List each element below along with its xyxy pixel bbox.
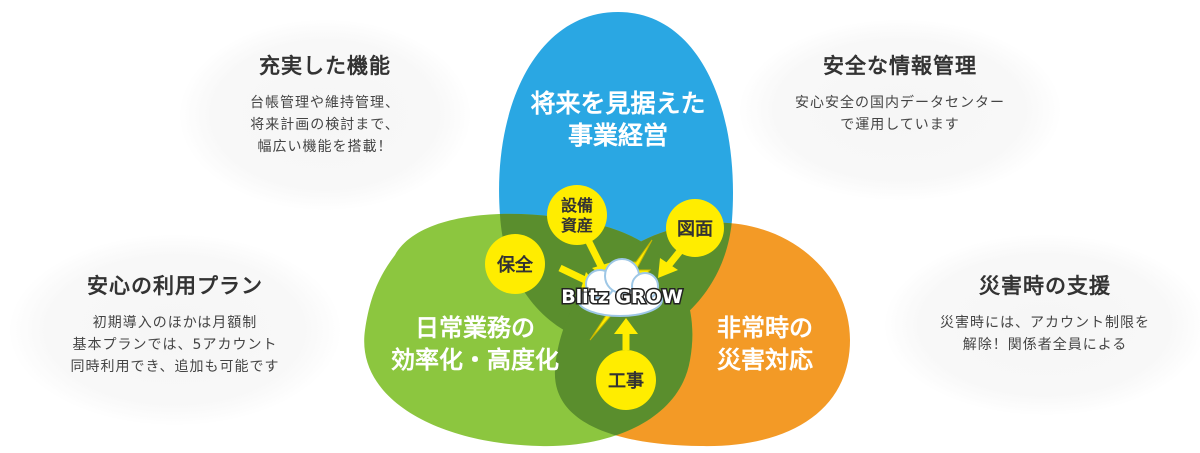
blob-blue-line-2: 事業経営 — [568, 121, 668, 150]
feature-top-left-line-3: 幅広い機能を搭載！ — [257, 139, 393, 155]
arrow-from-kouji — [614, 318, 638, 350]
cloud-bg-top-right — [740, 20, 1060, 200]
feature-top-left-title: 充実した機能 — [259, 54, 391, 78]
badge-setsubi-line-2: 資産 — [561, 216, 593, 235]
feature-bottom-right-title: 災害時の支援 — [979, 274, 1111, 298]
feature-top-left-line-1: 台帳管理や維持管理、 — [250, 95, 400, 111]
cloud-bg-bottom-left — [10, 235, 340, 425]
cloud-bg-bottom-right — [885, 235, 1200, 415]
blob-blue-line-1: 将来を見据えた — [530, 89, 705, 118]
feature-bottom-left-line-3: 同時利用でき、追加も可能です — [70, 359, 280, 375]
feature-bottom-left-line-2: 基本プランでは、5アカウント — [72, 337, 278, 353]
cloud-icon — [577, 258, 663, 317]
badge-hozen-label: 保全 — [496, 254, 534, 276]
feature-bottom-right-line-1: 災害時には、アカウント制限を — [940, 315, 1150, 331]
feature-top-right-title: 安全な情報管理 — [823, 54, 977, 78]
blob-orange-line-1: 非常時の — [717, 314, 813, 342]
blitz-grow-logo: Blitz GROW — [560, 239, 684, 341]
cloud-bg-top-left — [180, 20, 470, 210]
feature-top-right-line-1: 安心安全の国内データセンター — [795, 95, 1005, 111]
blob-orange-line-2: 災害対応 — [717, 346, 813, 374]
badge-hozen: 保全 — [485, 234, 545, 294]
badge-zumen: 図面 — [666, 199, 724, 257]
feature-bottom-left: 安心の利用プラン 初期導入のほかは月額制 基本プランでは、5アカウント 同時利用… — [30, 270, 320, 378]
feature-bottom-left-line-1: 初期導入のほかは月額制 — [92, 315, 258, 331]
badge-setsubi-line-1: 設備 — [561, 196, 593, 215]
feature-top-right: 安全な情報管理 安心安全の国内データセンター で運用しています — [760, 50, 1040, 136]
badge-zumen-label: 図面 — [677, 219, 713, 240]
feature-top-left: 充実した機能 台帳管理や維持管理、 将来計画の検討まで、 幅広い機能を搭載！ — [205, 50, 445, 158]
blob-green-line-2: 効率化・高度化 — [391, 346, 559, 374]
feature-bottom-right-line-2: 解除！関係者全員による — [962, 337, 1128, 353]
feature-bottom-left-title: 安心の利用プラン — [87, 274, 263, 298]
feature-top-right-line-2: で運用しています — [840, 117, 960, 133]
badge-kouji-label: 工事 — [608, 370, 644, 392]
badge-setsubi: 設備 資産 — [547, 185, 607, 245]
badge-kouji: 工事 — [596, 350, 656, 410]
logo-text: Blitz GROW — [561, 286, 683, 308]
feature-bottom-right: 災害時の支援 災害時には、アカウント制限を 解除！関係者全員による — [905, 270, 1185, 356]
blob-green-line-1: 日常業務の — [415, 314, 535, 342]
feature-top-left-line-2: 将来計画の検討まで、 — [250, 117, 400, 133]
